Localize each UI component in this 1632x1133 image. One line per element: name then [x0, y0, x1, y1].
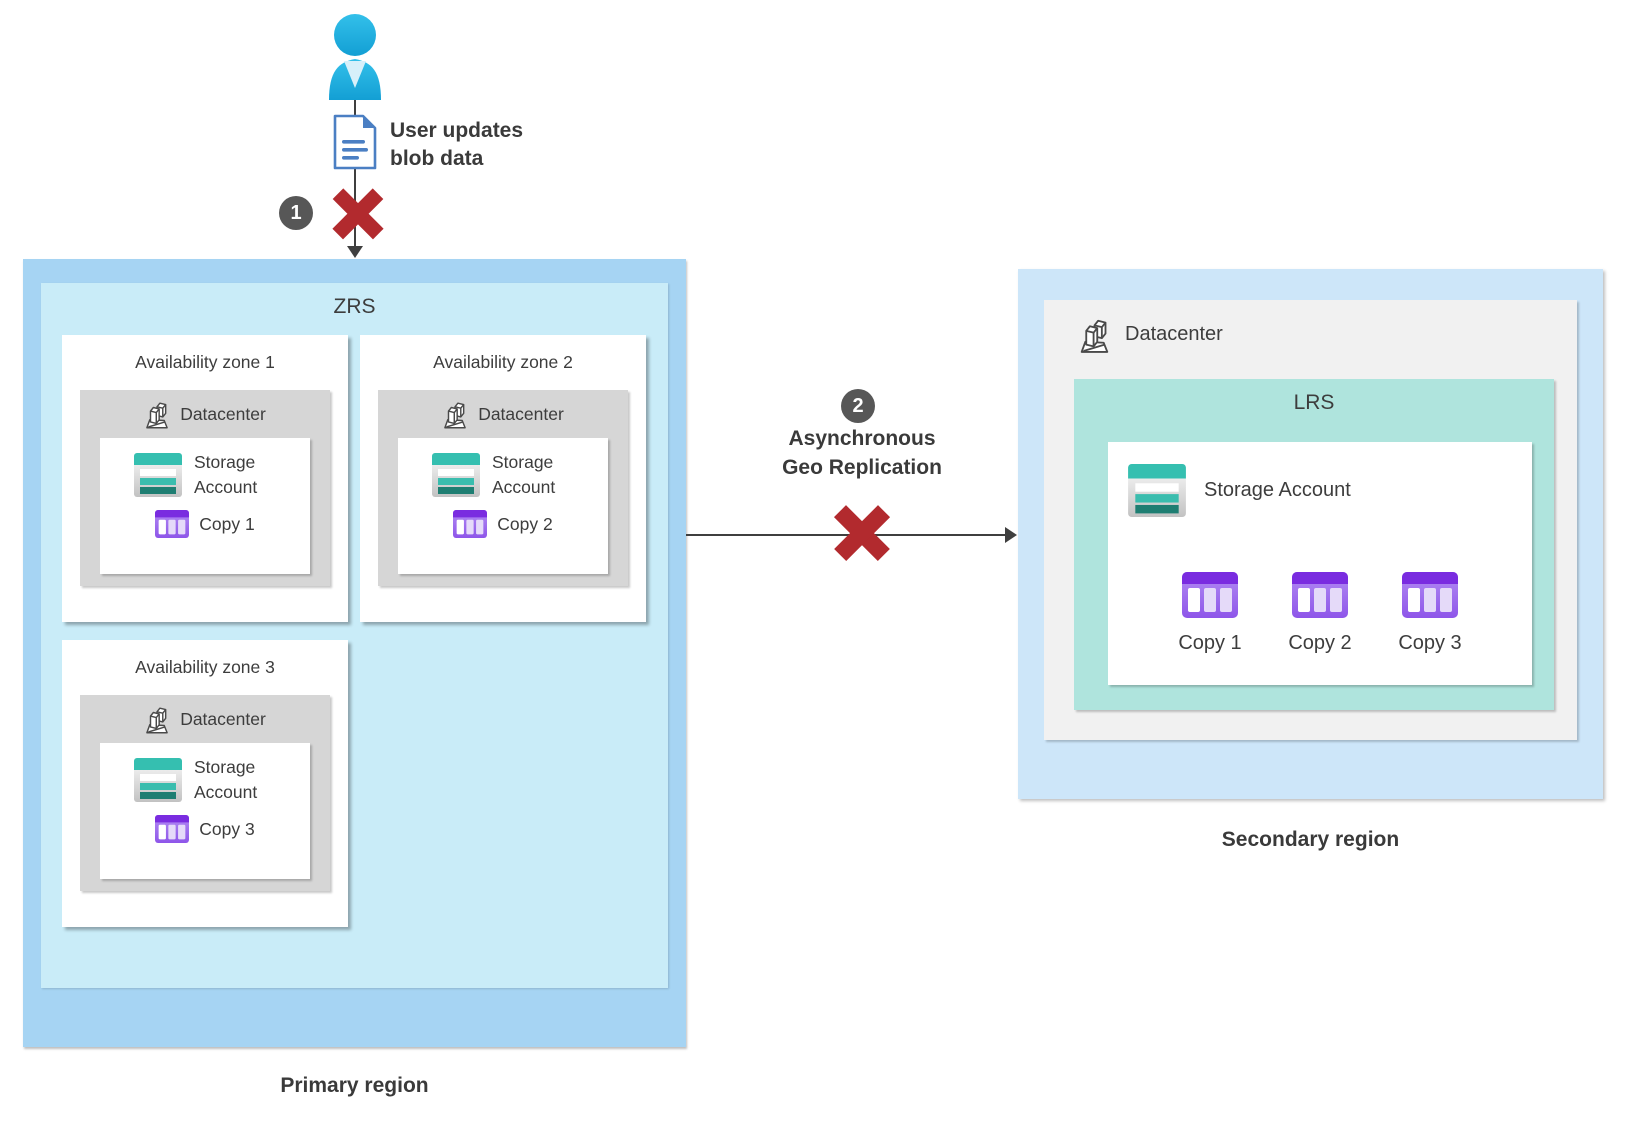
user-action-line2: blob data: [390, 147, 484, 170]
geo-replication-line1: Asynchronous: [788, 427, 936, 450]
geo-replication-arrow-line: [686, 534, 1006, 536]
storage-account-icon: [1128, 464, 1186, 517]
zone-2-storage-label: Storage Account: [492, 452, 556, 497]
zone-2-storage-box: Storage Account: [398, 438, 608, 574]
secondary-copy-1: Copy 1: [1163, 572, 1257, 655]
zone-1-title: Availability zone 1: [135, 352, 275, 372]
copy-icon: [155, 510, 190, 538]
zone-2-copy-row: Copy 2: [398, 510, 608, 538]
secondary-region-box: Datacenter LRS: [1018, 269, 1603, 799]
step-2-badge: 2: [841, 389, 875, 423]
step-1-badge: 1: [279, 196, 313, 230]
zone-2-datacenter-label: Datacenter: [478, 403, 564, 424]
step-2-number: 2: [852, 394, 864, 417]
write-failure-x-icon: [329, 185, 386, 242]
step-1-number: 1: [290, 201, 302, 224]
availability-zone-2: Availability zone 2: [360, 335, 646, 622]
zone-1-datacenter-row: Datacenter: [80, 399, 330, 429]
blob-document-icon: [332, 114, 378, 170]
zone-1-storage-box: Storage Account: [100, 438, 310, 574]
secondary-region-label: Secondary region: [1221, 828, 1400, 851]
datacenter-icon: [442, 399, 468, 429]
zone-3-storage-box: Storage Account: [100, 743, 310, 879]
zone-2-title: Availability zone 2: [433, 352, 573, 372]
zone-2-datacenter-row: Datacenter: [378, 399, 628, 429]
user-to-primary-arrowhead: [347, 246, 363, 258]
datacenter-icon: [144, 399, 170, 429]
datacenter-icon: [144, 704, 170, 734]
availability-zone-1: Availability zone 1: [62, 335, 348, 622]
storage-account-icon: [432, 453, 480, 497]
copy-icon: [1292, 572, 1348, 618]
secondary-storage-box: Storage Account: [1108, 442, 1532, 685]
lrs-box: LRS Storage Account: [1074, 379, 1554, 710]
copy-icon: [453, 510, 488, 538]
availability-zone-3: Availability zone 3: [62, 640, 348, 927]
zone-3-copy-row: Copy 3: [100, 815, 310, 843]
user-icon: [327, 12, 383, 100]
geo-replication-arrowhead: [1005, 527, 1017, 543]
secondary-copy-2-label: Copy 2: [1288, 632, 1352, 654]
secondary-datacenter-row: Datacenter: [1078, 316, 1223, 353]
zone-2-copy-label: Copy 2: [497, 513, 553, 534]
replication-failure-x-icon: [831, 502, 893, 564]
zone-1-datacenter-label: Datacenter: [180, 403, 266, 424]
zone-3-copy-label: Copy 3: [199, 818, 255, 839]
storage-account-icon: [134, 758, 182, 802]
geo-replication-line2: Geo Replication: [782, 456, 942, 479]
zone-1-copy-label: Copy 1: [199, 513, 255, 534]
secondary-datacenter-box: Datacenter LRS: [1044, 300, 1577, 740]
user-action-label: User updates blob data: [390, 117, 523, 173]
zrs-title: ZRS: [333, 295, 376, 318]
secondary-copies-row: Copy 1: [1108, 572, 1532, 655]
secondary-datacenter-label: Datacenter: [1125, 323, 1223, 345]
zone-3-title: Availability zone 3: [135, 657, 275, 677]
user-to-primary-arrow-line: [354, 100, 356, 248]
zone-1-storage-label: Storage Account: [194, 452, 258, 497]
zone-3-storage-row: Storage Account: [100, 755, 310, 805]
primary-region-box: ZRS Availability zone 1: [23, 259, 686, 1047]
zone-2-storage-row: Storage Account: [398, 450, 608, 500]
secondary-copy-1-label: Copy 1: [1178, 632, 1242, 654]
copy-icon: [1182, 572, 1238, 618]
secondary-copy-2: Copy 2: [1273, 572, 1367, 655]
zone-1-storage-row: Storage Account: [100, 450, 310, 500]
secondary-copy-3-label: Copy 3: [1398, 632, 1462, 654]
lrs-title: LRS: [1293, 391, 1335, 414]
zone-1-datacenter-box: Datacenter: [80, 390, 330, 586]
storage-account-icon: [134, 453, 182, 497]
zone-3-datacenter-box: Datacenter: [80, 695, 330, 891]
copy-icon: [1402, 572, 1458, 618]
zone-1-copy-row: Copy 1: [100, 510, 310, 538]
zrs-box: ZRS Availability zone 1: [41, 283, 668, 988]
datacenter-icon: [1078, 316, 1111, 353]
zone-3-storage-label: Storage Account: [194, 757, 258, 802]
user-action-line1: User updates: [390, 119, 524, 142]
zone-3-datacenter-label: Datacenter: [180, 708, 266, 729]
geo-replication-label: Asynchronous Geo Replication: [742, 424, 982, 482]
zone-3-datacenter-row: Datacenter: [80, 704, 330, 734]
secondary-storage-label: Storage Account: [1204, 479, 1351, 501]
zone-2-datacenter-box: Datacenter: [378, 390, 628, 586]
primary-region-label: Primary region: [280, 1074, 429, 1097]
secondary-storage-row: Storage Account: [1128, 464, 1351, 517]
secondary-copy-3: Copy 3: [1383, 572, 1477, 655]
copy-icon: [155, 815, 190, 843]
